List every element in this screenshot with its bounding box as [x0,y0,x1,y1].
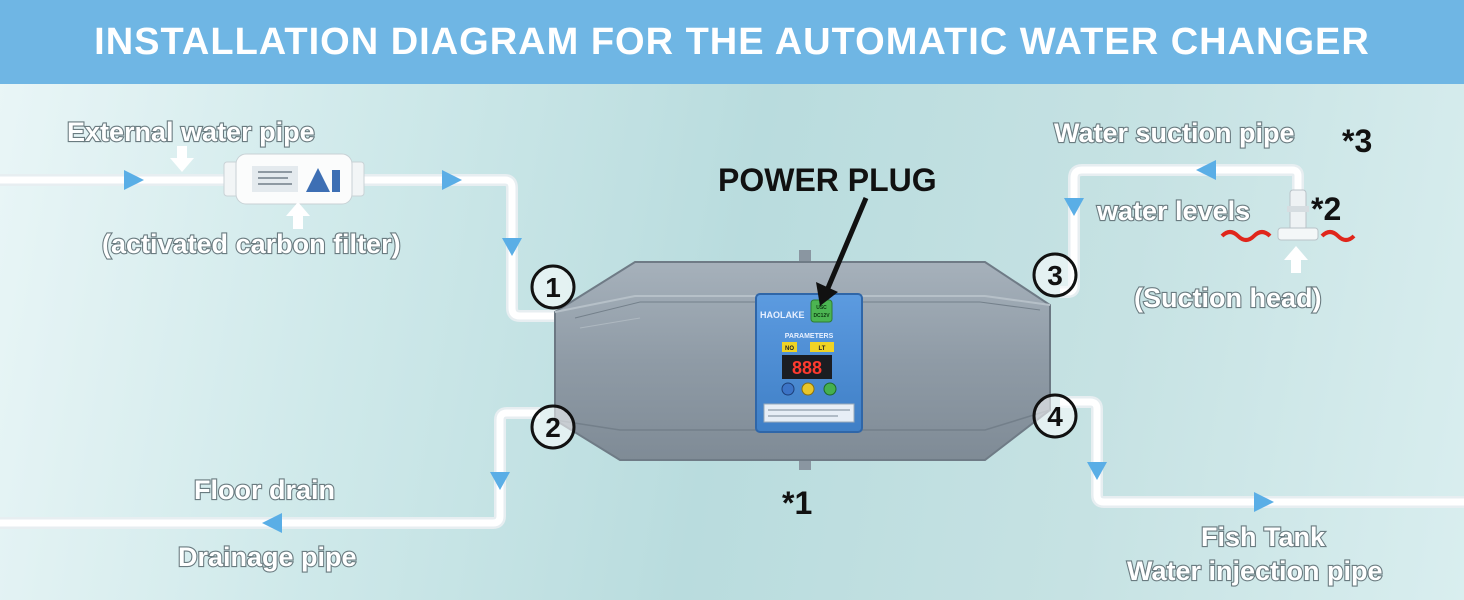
arrow-left-icon [262,513,282,533]
note-3: *3 [1342,123,1372,159]
floor-drain-label: Floor drain [194,475,335,505]
port-4: 4 [1032,393,1078,439]
arrow-left-icon [1196,160,1216,180]
carbon-filter [223,153,365,205]
suction-head-label: (Suction head) [1134,283,1322,313]
flow-arrows [124,160,1274,533]
suction-head [1220,189,1356,242]
port-number: 4 [1047,401,1063,432]
led-display [782,355,832,379]
arrow-down-icon [1087,462,1107,480]
device-brand: HAOLAKE [760,310,805,320]
water-suction-pipe-label: Water suction pipe [1054,118,1295,148]
port-1: 1 [530,264,576,310]
led-readout: 888 [792,358,822,378]
arrow-down-icon [816,282,838,306]
power-plug-pointer [825,197,869,289]
note-2: *2 [1311,191,1341,227]
water-changer-device: HAOLAKE USC DC12V PARAMETERS NO LT 888 [554,250,1051,470]
arrow-down-icon [502,238,522,256]
water-level-wave-left [1220,230,1272,242]
arrow-up-icon [286,202,310,216]
button-blue[interactable] [781,382,795,396]
water-injection-pipe-label: Water injection pipe [1127,556,1383,586]
arrow-right-icon [1254,492,1274,512]
tag-right: LT [819,346,826,352]
pipes [0,164,1464,529]
title-banner: INSTALLATION DIAGRAM FOR THE AUTOMATIC W… [0,0,1464,84]
arrow-right-icon [124,170,144,190]
port-number: 3 [1047,260,1063,291]
external-water-pipe-label: External water pipe [67,117,315,147]
button-yellow[interactable] [801,382,815,396]
arrow-down-icon [170,158,194,172]
control-panel: HAOLAKE USC DC12V PARAMETERS NO LT 888 [755,293,863,433]
port-3: 3 [1032,252,1078,298]
plug-badge-line1: USC [816,305,827,311]
power-plug-label: POWER PLUG [718,162,937,198]
drainage-pipe-line [0,407,540,529]
tag-left: NO [785,346,794,352]
arrow-right-icon [442,170,462,190]
arrow-up-icon [1284,246,1308,260]
port-number: 1 [545,272,561,303]
panel-title: PARAMETERS [785,333,834,340]
arrow-down-icon [490,472,510,490]
plug-badge-line2: DC12V [813,313,830,319]
water-level-wave-right [1320,230,1356,242]
port-2: 2 [530,404,576,450]
drainage-pipe-label: Drainage pipe [178,542,357,572]
carbon-filter-label: (activated carbon filter) [102,229,401,259]
note-1: *1 [782,485,812,521]
fish-tank-label: Fish Tank [1201,522,1326,552]
page-title: INSTALLATION DIAGRAM FOR THE AUTOMATIC W… [94,20,1370,63]
button-green[interactable] [823,382,837,396]
indicator-arrows [170,146,1308,273]
port-number: 2 [545,412,561,443]
water-levels-label: water levels [1096,196,1250,226]
arrow-down-icon [1064,198,1084,216]
injection-pipe-line [1060,396,1464,508]
